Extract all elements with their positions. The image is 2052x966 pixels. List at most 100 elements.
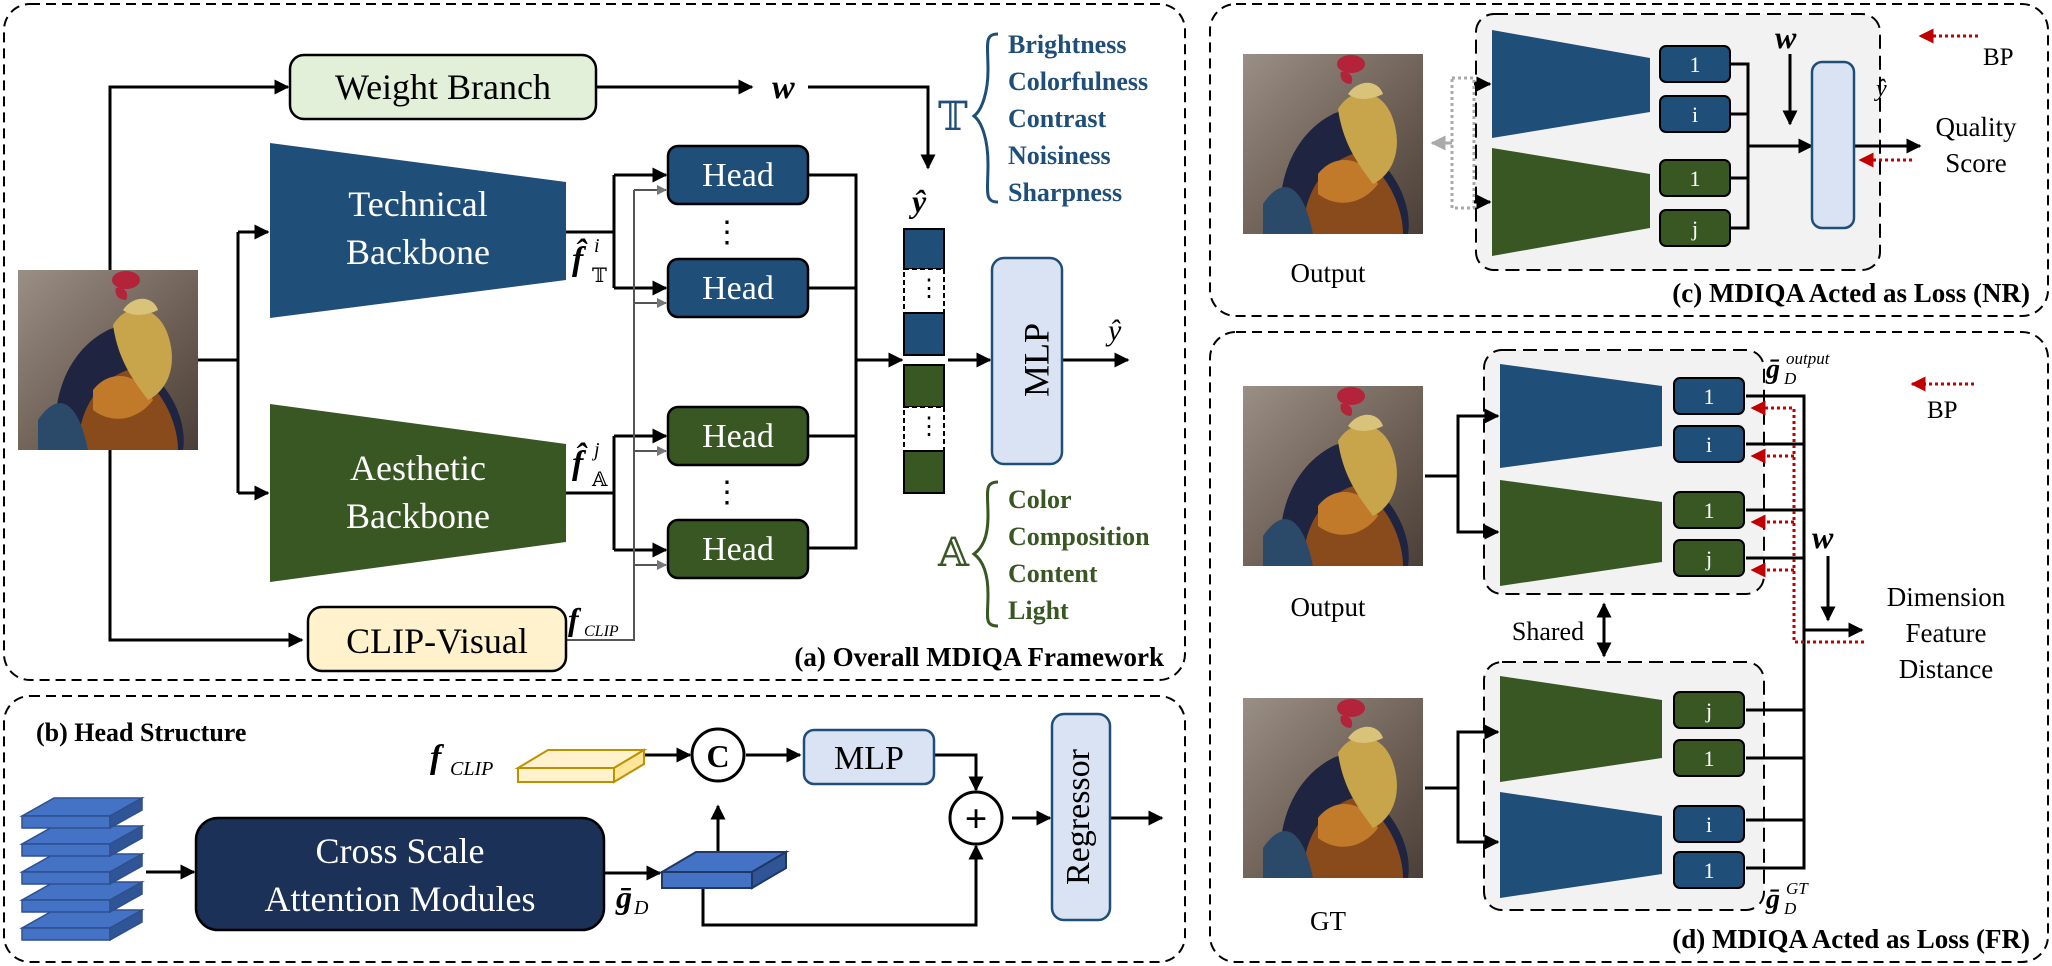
svg-text:1: 1 — [1704, 858, 1715, 883]
gt-label-d: GT — [1310, 906, 1346, 936]
panel-d-caption: (d) MDIQA Acted as Loss (FR) — [1672, 924, 2030, 954]
aes-dim-item: Color — [1008, 485, 1072, 514]
y-hat-vector: ŷ — [908, 183, 927, 219]
head-box — [666, 144, 810, 206]
heads-d-top: 1 i 1 j — [1673, 377, 1745, 577]
g-d-slab — [658, 850, 790, 890]
head-label: Head — [702, 157, 774, 194]
cross-scale-box — [194, 816, 606, 932]
panel-b-title: (b) Head Structure — [36, 718, 246, 747]
svg-text:𝕋: 𝕋 — [592, 265, 607, 287]
mlp-label-b: MLP — [834, 740, 904, 777]
mlp-box-a — [990, 256, 1064, 466]
svg-text:i: i — [1706, 812, 1712, 837]
tech-dim-item: Colorfulness — [1008, 67, 1148, 96]
tech-backbone-line2: Backbone — [346, 232, 490, 272]
clip-visual-box — [306, 605, 568, 673]
regressor-box — [1050, 712, 1112, 922]
svg-text:ḡ: ḡ — [1765, 884, 1780, 915]
head-label: Head — [702, 531, 774, 568]
dimension-line2: Feature — [1906, 618, 1987, 648]
aes-net-c — [1492, 148, 1650, 256]
g-gt-label: ḡ D GT — [1765, 879, 1809, 918]
aesthetic-backbone — [270, 404, 566, 582]
aes-net-d-bottom — [1500, 676, 1662, 782]
bp-label-c: BP — [1983, 44, 2014, 71]
panel-d: Output GT 1 i — [1209, 331, 2049, 963]
f-aes-label: f̂ j 𝔸 — [572, 439, 608, 491]
add-icon — [948, 790, 1004, 846]
panel-a-frame — [3, 3, 1186, 681]
svg-text:ḡ: ḡ — [615, 879, 632, 915]
svg-text:1: 1 — [1690, 52, 1701, 77]
clip-connectors — [566, 185, 667, 641]
svg-text:1: 1 — [1690, 166, 1701, 191]
w-symbol-c: w — [1775, 19, 1797, 55]
svg-text:j: j — [1705, 698, 1712, 723]
tech-dim-item: Contrast — [1008, 104, 1107, 133]
feature-stack — [19, 796, 145, 942]
input-image — [18, 270, 198, 450]
heads-c: 1 i 1 j — [1659, 45, 1731, 247]
gt-image-d — [1243, 698, 1423, 878]
panel-b: (b) Head Structure f — [3, 695, 1186, 963]
svg-text:f̂: f̂ — [572, 442, 588, 482]
tech-dim-item: Sharpness — [1008, 178, 1122, 207]
svg-text:f: f — [568, 601, 582, 637]
svg-text:i: i — [594, 235, 600, 257]
head-box — [666, 518, 810, 580]
head-ellipsis: ⋮ — [712, 476, 742, 509]
quality-score-line2: Score — [1945, 148, 2006, 178]
panel-d-connectors — [1425, 394, 1864, 870]
tech-set-symbol: 𝕋 — [938, 94, 968, 139]
tech-dim-item: Noisiness — [1008, 141, 1111, 170]
tech-net-d-top — [1500, 364, 1662, 468]
score-vector: ŷ ⋮ ⋮ — [903, 183, 945, 494]
svg-text:j: j — [1691, 216, 1698, 241]
output-image-d — [1243, 386, 1423, 566]
weight-branch-label: Weight Branch — [335, 67, 551, 107]
tech-backbone-line1: Technical — [348, 184, 487, 224]
tech-dims: 𝕋 Brightness Colorfulness Contrast Noisi… — [938, 30, 1148, 207]
svg-text:j: j — [591, 439, 600, 461]
cross-scale-line1: Cross Scale — [316, 831, 485, 871]
head-ellipsis: ⋮ — [712, 216, 742, 249]
g-output-label: ḡ D output — [1765, 349, 1831, 388]
head-box — [666, 257, 810, 319]
panel-a: Weight Branch w Technical Backbone Aesth… — [3, 3, 1186, 681]
svg-text:CLIP: CLIP — [584, 623, 619, 640]
svg-text:ḡ: ḡ — [1765, 354, 1780, 385]
aes-set-symbol: 𝔸 — [937, 530, 970, 575]
aes-net-d-top — [1500, 480, 1662, 586]
bp-paths-d — [1750, 400, 1864, 644]
aes-backbone-line2: Backbone — [346, 496, 490, 536]
g-d-label-b: ḡ D — [615, 879, 649, 919]
concat-icon — [690, 727, 746, 783]
svg-text:i: i — [1706, 432, 1712, 457]
svg-text:GT: GT — [1786, 879, 1809, 898]
mlp-box-b — [802, 728, 936, 786]
panel-a-connectors — [108, 79, 1130, 648]
aes-dim-item: Composition — [1008, 522, 1150, 551]
y-hat-c: ŷ — [1874, 76, 1887, 102]
technical-backbone — [270, 143, 566, 318]
svg-text:⋮: ⋮ — [917, 276, 941, 302]
svg-text:output: output — [1786, 349, 1831, 368]
svg-text:D: D — [1783, 369, 1797, 388]
f-clip-slab — [514, 748, 648, 784]
f-tech-label: f̂ i 𝕋 — [572, 235, 607, 287]
mlp-label-a: MLP — [1016, 323, 1056, 397]
w-symbol-a: w — [772, 69, 795, 106]
panel-c-caption: (c) MDIQA Acted as Loss (NR) — [1672, 278, 2030, 308]
svg-text:D: D — [1783, 899, 1797, 918]
heads-d-bottom: j 1 i 1 — [1673, 691, 1745, 889]
head-box — [666, 405, 810, 467]
dimension-line1: Dimension — [1887, 582, 2006, 612]
plus-symbol: + — [965, 796, 988, 841]
panel-a-caption: (a) Overall MDIQA Framework — [794, 642, 1164, 672]
output-label-c: Output — [1290, 258, 1366, 288]
panel-c-frame — [1209, 3, 2049, 317]
head-label: Head — [702, 270, 774, 307]
clip-visual-label: CLIP-Visual — [346, 621, 528, 661]
